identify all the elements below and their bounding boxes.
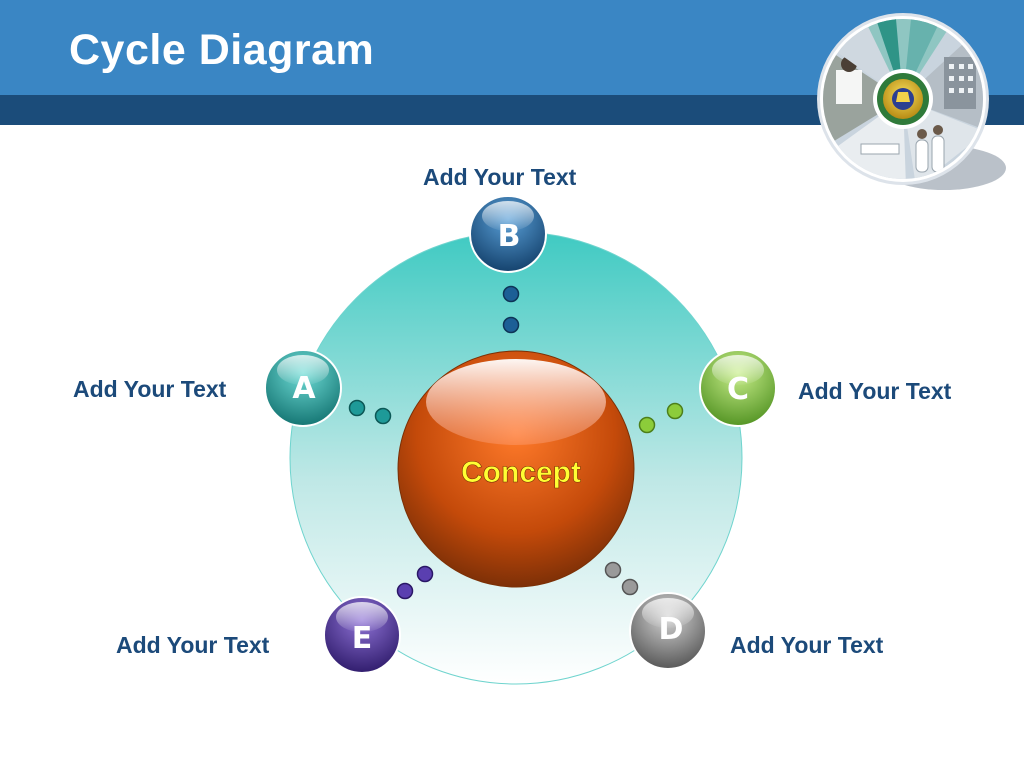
caption-b: Add Your Text [423, 164, 577, 190]
connector-dots-d [604, 561, 639, 596]
connector-dots-b [502, 285, 520, 334]
node-a-letter: A [292, 371, 316, 406]
caption-e: Add Your Text [116, 632, 270, 658]
node-e-letter: E [352, 621, 373, 656]
node-d: D [629, 592, 707, 670]
caption-c: Add Your Text [798, 378, 952, 404]
concept-circle: Concept [397, 350, 635, 588]
node-e: E [323, 596, 401, 674]
node-a: A [264, 349, 342, 427]
caption-d: Add Your Text [730, 632, 884, 658]
slide-title: Cycle Diagram [69, 26, 375, 74]
connector-dots-a [348, 399, 392, 425]
node-b: B [469, 195, 547, 273]
node-d-letter: D [659, 612, 684, 647]
node-b-letter: B [498, 219, 521, 254]
concept-label: Concept [461, 456, 581, 489]
caption-a: Add Your Text [73, 376, 227, 402]
connector-dots-e [396, 565, 434, 600]
connector-dots-c [638, 402, 684, 434]
node-c-letter: C [727, 372, 749, 407]
photo-collage-logo [817, 13, 1006, 190]
node-c: C [699, 349, 777, 427]
